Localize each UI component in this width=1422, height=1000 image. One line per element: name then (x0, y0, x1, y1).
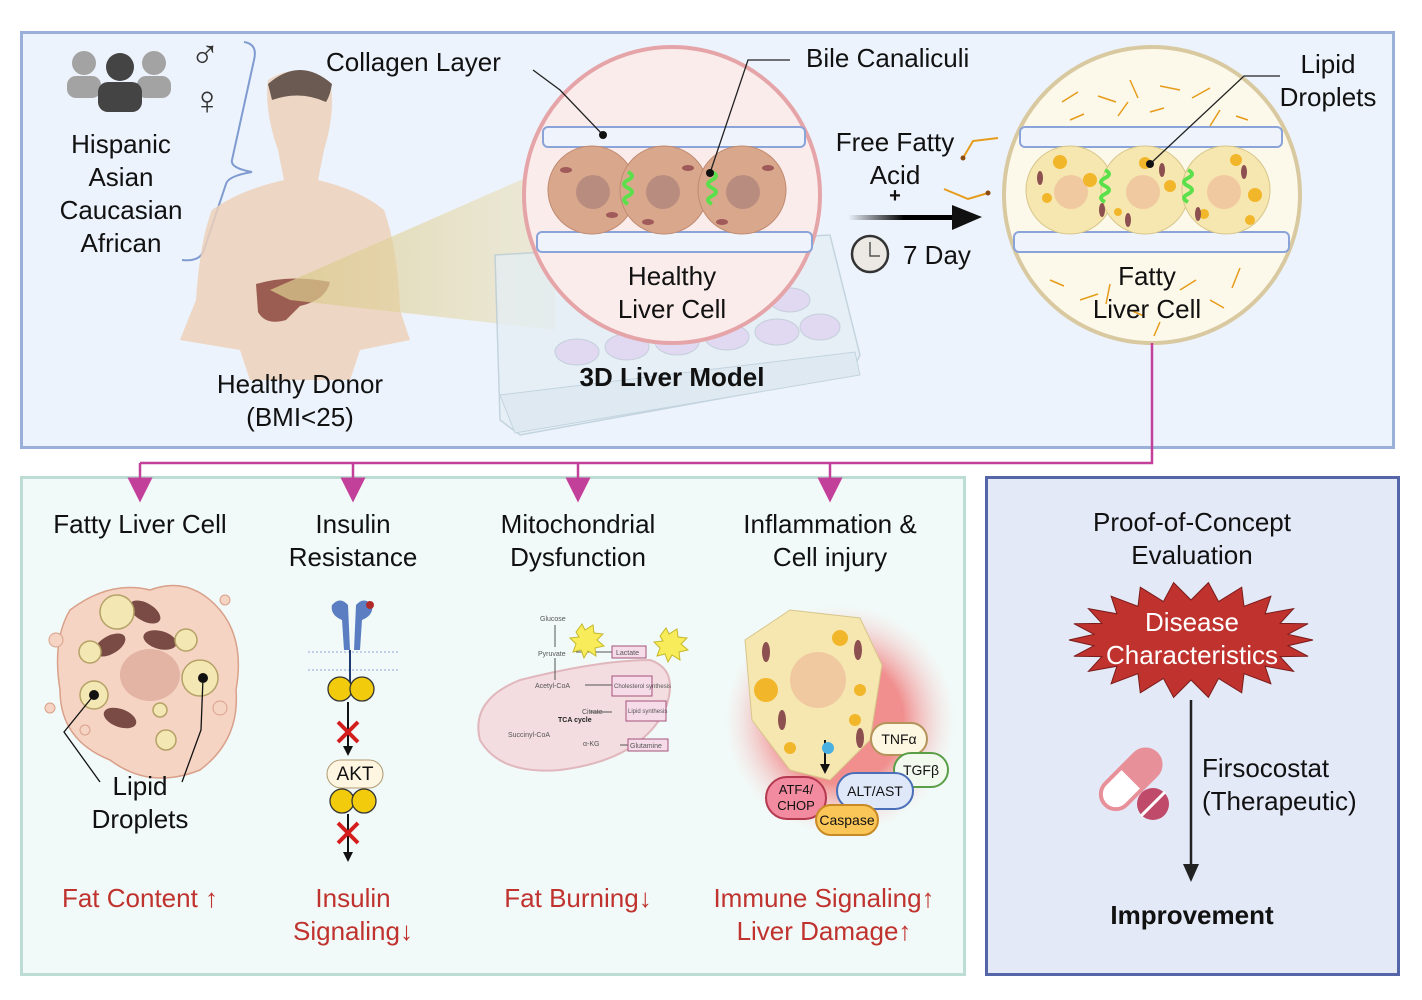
phenotype-title-inflammation: Inflammation & Cell injury (715, 508, 945, 574)
marker-atf4-chop: ATF4/ CHOP (765, 776, 827, 820)
outcome-fat-burning: Fat Burning↓ (504, 883, 652, 913)
drug-type: (Therapeutic) (1202, 786, 1357, 816)
poc-title-1: Proof-of-Concept (1093, 507, 1291, 537)
donor-line-1: Healthy Donor (216, 369, 384, 399)
outcome-insulin-signaling: Insulin Signaling↓ (263, 882, 443, 948)
fatty-line-2: Liver Cell (1092, 294, 1202, 324)
female-icon: ♀ (192, 79, 222, 123)
3d-liver-model-label: 3D Liver Model (579, 362, 765, 392)
plus-sign: + (889, 185, 901, 207)
insulin-receptor-illustration (308, 600, 400, 862)
pathway-tca: TCA cycle (558, 717, 592, 724)
badge-line-2: Characteristics (1106, 640, 1278, 670)
pathway-glutamine: Glutamine (630, 743, 662, 750)
population-icon (67, 51, 171, 112)
bile-canaliculi-label: Bile Canaliculi (806, 43, 970, 73)
drug-name: Firsocostat (1202, 753, 1330, 783)
lipid-droplets-callout: Lipid Droplets (70, 770, 210, 836)
ffa-line-2: Acid (869, 160, 921, 190)
lipid-droplets-label: Lipid Droplets (1276, 48, 1380, 114)
inflam-outcome-1: Immune Signaling↑ (713, 883, 935, 913)
mitochondria-pathway-illustration: Glucose Pyruvate Acetyl-CoA Citrate Succ… (477, 616, 690, 772)
pathway-acetyl-coa: Acetyl-CoA (535, 683, 570, 690)
improvement-label: Improvement (1110, 900, 1274, 930)
demographics-list: Hispanic Asian Caucasian African (1, 128, 241, 260)
pathway-lipid: Lipid synthesis (628, 709, 667, 715)
healthy-liver-cell-label: Healthy Liver Cell (572, 260, 772, 326)
mito-title-2: Dysfunction (510, 542, 646, 572)
insulin-outcome-1: Insulin (315, 883, 391, 913)
marker-tnfa: TNFα (870, 722, 928, 756)
disease-badge-burst (1068, 581, 1314, 699)
fatty-acid-icon (962, 137, 999, 159)
inflam-title-2: Cell injury (772, 542, 888, 572)
pathway-akg: α-KG (583, 741, 600, 748)
collagen-layer-label: Collagen Layer (326, 47, 501, 77)
duration-label: 7 Day (903, 240, 971, 270)
donor-line-2: (BMI<25) (246, 402, 354, 432)
demographic-caucasian: Caucasian (59, 195, 183, 225)
marker-caspase: Caspase (815, 804, 879, 836)
male-icon: ♂ (190, 33, 220, 77)
outcome-fat-content: Fat Content ↑ (61, 883, 219, 913)
atp-burst-icon (568, 623, 606, 660)
akt-label: AKT (336, 764, 374, 785)
fatty-line-1: Fatty (1118, 261, 1176, 291)
fatty-cell-illustration (44, 584, 240, 783)
insulin-title-2: Resistance (288, 542, 418, 572)
phenotype-title-insulin: Insulin Resistance (263, 508, 443, 574)
demographic-asian: Asian (88, 162, 154, 192)
healthy-liver-cell-view (522, 45, 822, 345)
badge-line-1: Disease (1145, 607, 1239, 637)
pathway-citrate: Citrate (582, 709, 603, 716)
pill-icon (1098, 747, 1169, 820)
treatment-arrow (848, 137, 999, 230)
atp-burst-icon (652, 627, 690, 664)
pathway-pyruvate: Pyruvate (538, 651, 566, 658)
insulin-title-1: Insulin (315, 509, 391, 539)
zoom-beam (270, 165, 555, 330)
outcome-connectors (127, 343, 1154, 503)
clock-icon (850, 234, 890, 274)
healthy-line-1: Healthy (627, 261, 717, 291)
pathway-succinyl-coa: Succinyl-CoA (508, 732, 550, 739)
inflam-outcome-2: Liver Damage↑ (736, 916, 912, 946)
phenotype-title-fatty: Fatty Liver Cell (53, 509, 227, 539)
lipid-line-1: Lipid (1300, 49, 1356, 79)
inflam-title-1: Inflammation & (743, 509, 917, 539)
proof-of-concept-panel (985, 476, 1400, 976)
ffa-line-1: Free Fatty (835, 127, 955, 157)
outcome-immune-damage: Immune Signaling↑ Liver Damage↑ (695, 882, 953, 948)
free-fatty-acid-label: Free Fatty Acid + (825, 126, 965, 206)
therapeutic-label: Firsocostat (Therapeutic) (1202, 752, 1357, 818)
demographic-african: African (80, 228, 162, 258)
lipid-line-2: Droplets (1279, 82, 1377, 112)
bile-canaliculus-2 (706, 170, 718, 206)
fatty-liver-cell-view (1002, 45, 1302, 345)
insulin-outcome-2: Signaling↓ (293, 916, 413, 946)
poc-title-2: Evaluation (1131, 540, 1253, 570)
donor-label: Healthy Donor (BMI<25) (180, 368, 420, 434)
callout-line-2: Droplets (91, 804, 189, 834)
poc-title: Proof-of-Concept Evaluation (1062, 506, 1322, 572)
demographic-hispanic: Hispanic (71, 129, 171, 159)
fatty-liver-cell-label: Fatty Liver Cell (1062, 260, 1232, 326)
fatty-acid-icon (943, 188, 989, 201)
mito-title-1: Mitochondrial (500, 509, 656, 539)
bile-canaliculus-1 (622, 170, 634, 206)
marker-alt-ast: ALT/AST (836, 772, 914, 810)
pathway-lactate: Lactate (616, 650, 639, 657)
callout-line-1: Lipid (112, 771, 168, 801)
pathway-glucose: Glucose (540, 616, 566, 623)
pathway-cholesterol: Cholesterol synthesis (614, 684, 671, 690)
disease-characteristics-badge: Disease Characteristics (1072, 606, 1312, 672)
healthy-line-2: Liver Cell (617, 294, 727, 324)
phenotype-title-mito: Mitochondrial Dysfunction (478, 508, 678, 574)
